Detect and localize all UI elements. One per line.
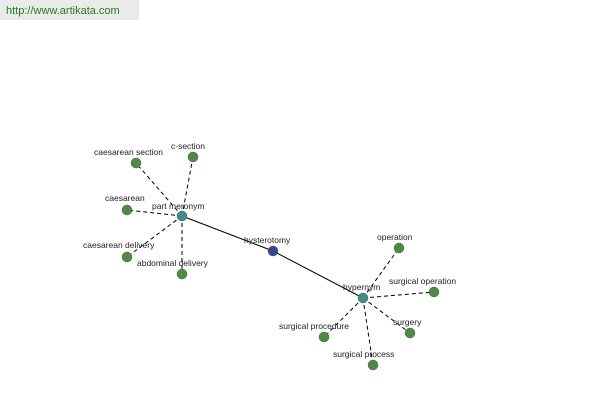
edge-hypernym-surgical-process: [362, 297, 374, 366]
node-caesarean-section[interactable]: [130, 157, 142, 169]
edge-part-meronym-caesarean-section: [135, 162, 183, 217]
node-surgical-procedure[interactable]: [318, 331, 330, 343]
node-surgical-process-label: surgical process: [333, 349, 394, 359]
node-surgical-procedure-label: surgical procedure: [279, 321, 349, 331]
edge-hypernym-surgical-operation: [362, 291, 435, 299]
node-part-meronym-label: part meronym: [152, 201, 204, 211]
node-surgical-process[interactable]: [367, 359, 379, 371]
node-caesarean-label: caesarean: [105, 193, 145, 203]
node-center[interactable]: [267, 245, 279, 257]
node-center-label: hysterotomy: [244, 235, 291, 245]
edge-part-meronym-c-section: [181, 156, 194, 217]
node-surgery[interactable]: [404, 327, 416, 339]
node-c-section-label: c-section: [171, 141, 205, 151]
node-surgical-operation[interactable]: [428, 286, 440, 298]
edge-part-meronym-caesarean: [126, 209, 183, 217]
node-operation[interactable]: [393, 242, 405, 254]
node-operation-label: operation: [377, 232, 413, 242]
edge-hypernym-surgery: [362, 297, 411, 334]
node-abdominal-delivery[interactable]: [176, 268, 188, 280]
node-surgical-operation-label: surgical operation: [389, 276, 456, 286]
node-hypernym-label: hypernym: [343, 282, 380, 292]
node-abdominal-delivery-label: abdominal delivery: [137, 258, 209, 268]
node-caesarean[interactable]: [121, 204, 133, 216]
node-c-section[interactable]: [187, 151, 199, 163]
nodes: hysterotomy part meronym caesarean secti…: [83, 141, 456, 371]
edge-center-hypernym: [272, 250, 364, 299]
node-hypernym[interactable]: [357, 292, 369, 304]
edge-hypernym-operation: [362, 247, 400, 299]
edges: [126, 156, 435, 366]
node-part-meronym[interactable]: [176, 210, 188, 222]
node-caesarean-delivery-label: caesarean delivery: [83, 240, 155, 250]
node-caesarean-delivery[interactable]: [121, 251, 133, 263]
site-url-link[interactable]: http://www.artikata.com: [0, 0, 139, 20]
node-surgery-label: surgery: [393, 317, 422, 327]
node-caesarean-section-label: caesarean section: [94, 147, 163, 157]
edge-part-meronym-caesarean-delivery: [126, 215, 183, 258]
edge-center-part-meronym: [181, 215, 274, 252]
edge-hypernym-surgical-procedure: [323, 297, 364, 338]
